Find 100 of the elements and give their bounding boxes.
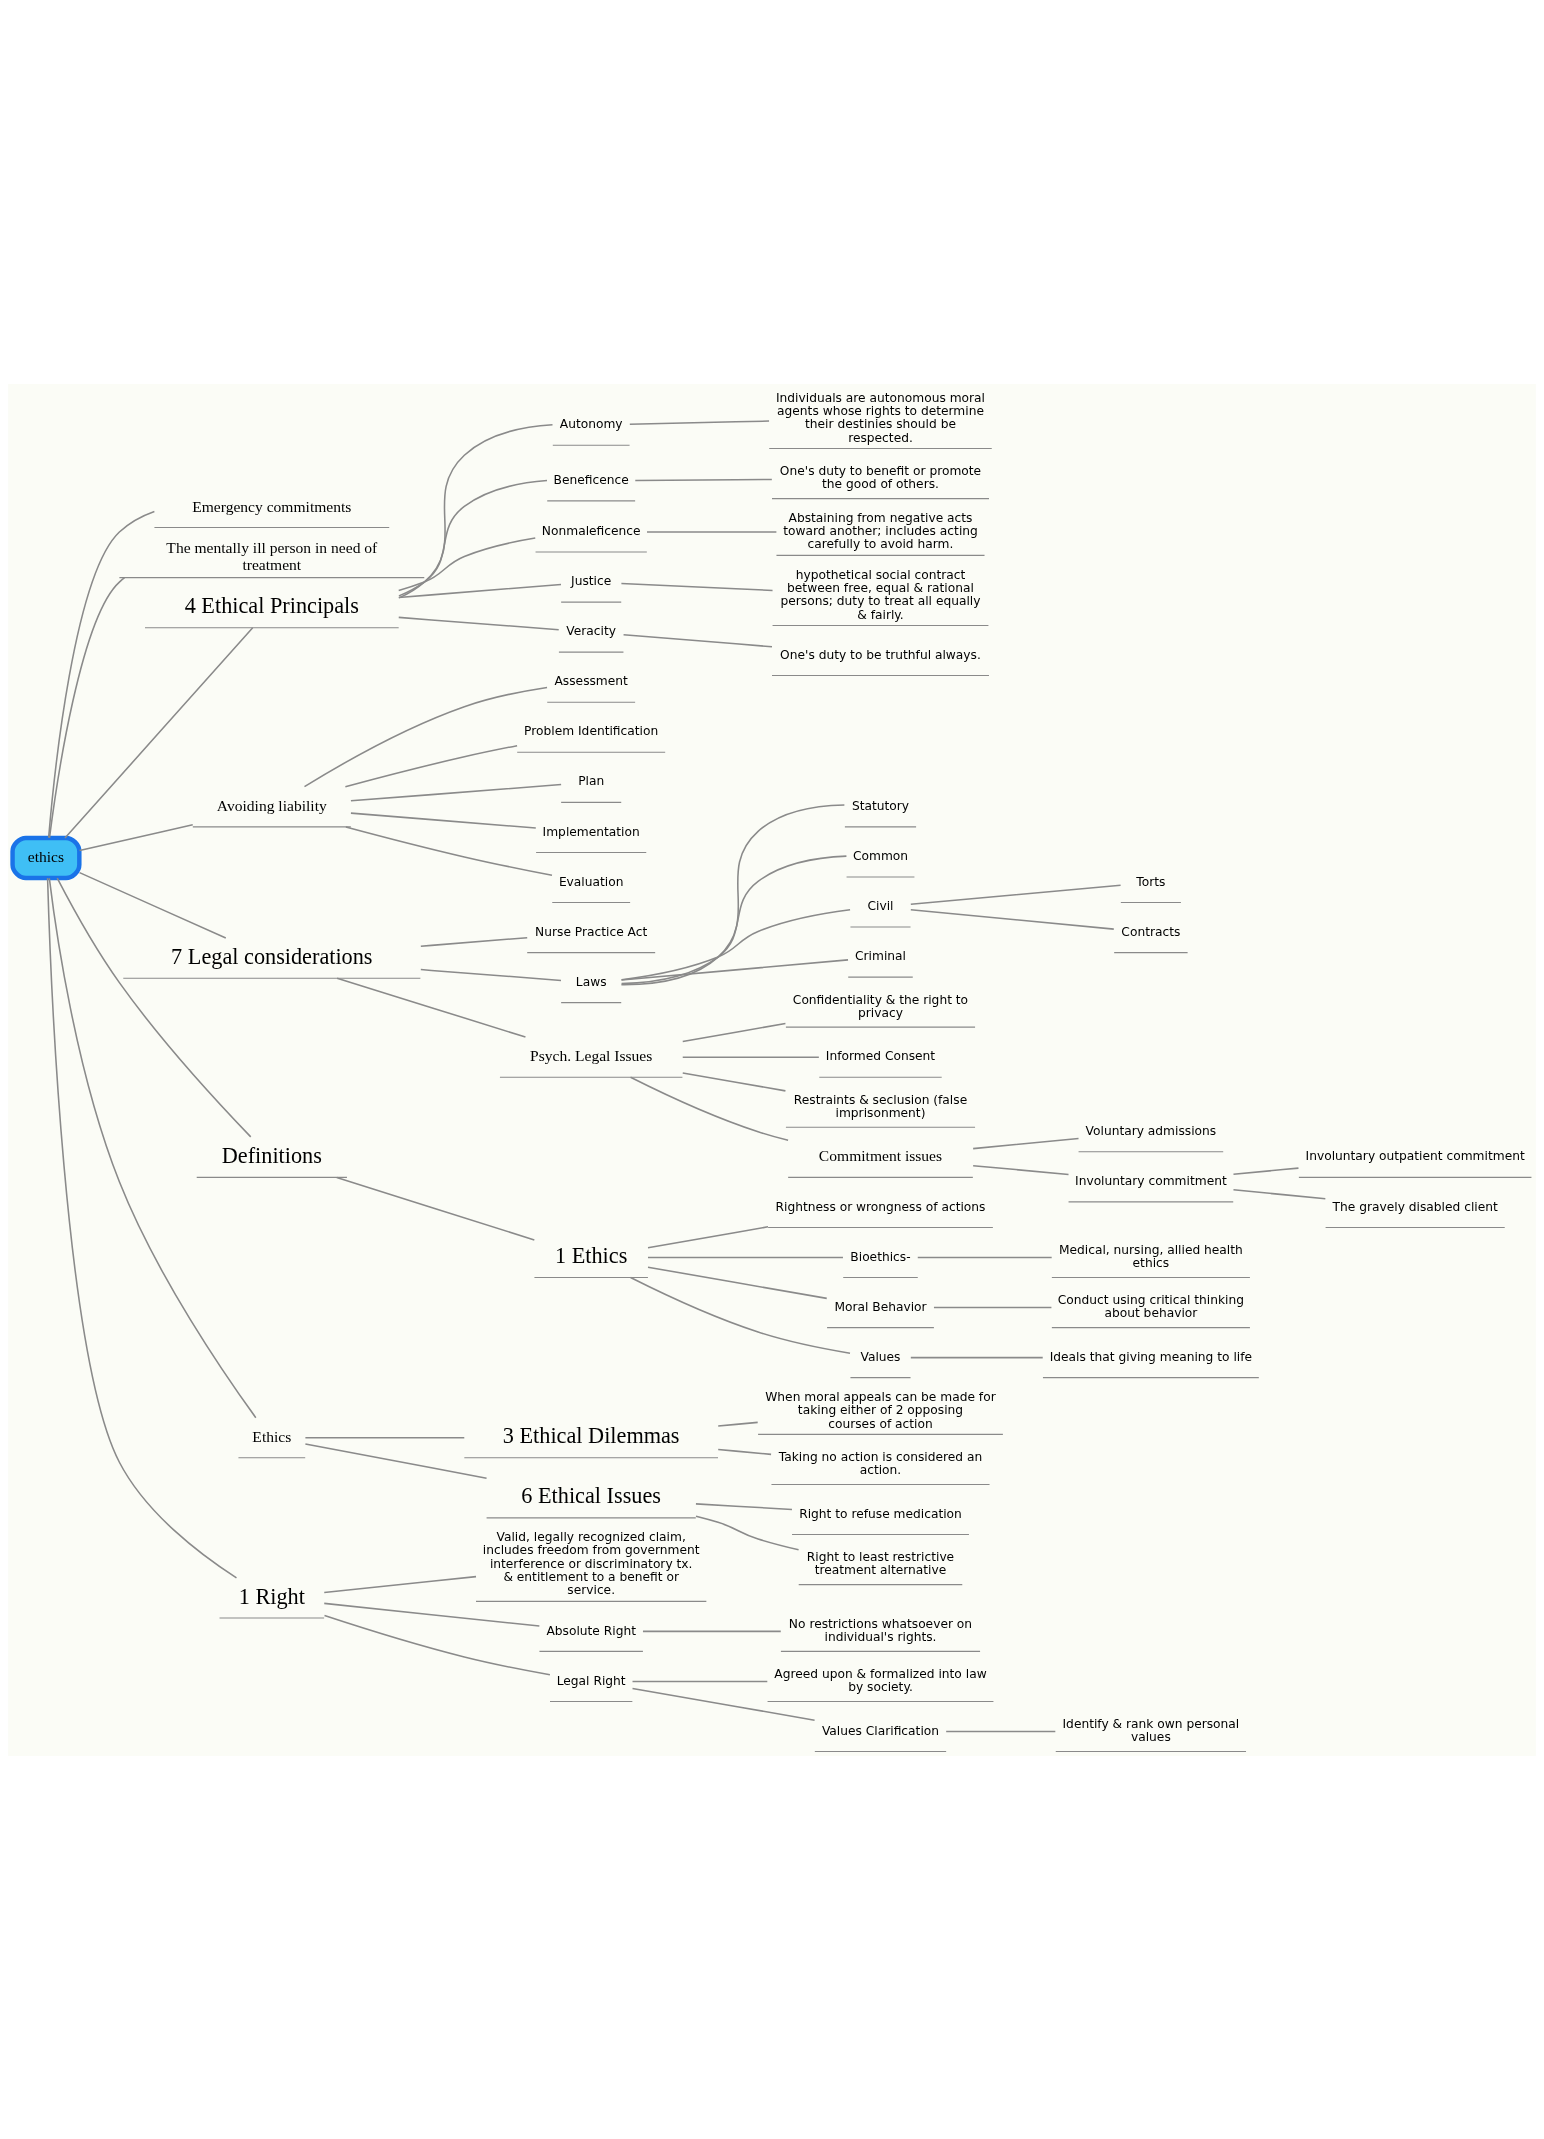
connector: [620, 958, 849, 981]
node-text: One's duty to be truthful always.: [780, 647, 981, 662]
node-text: When moral appeals can be made for taking either of 2 opposing courses of action: [765, 1389, 996, 1431]
connector: [642, 1630, 782, 1632]
connector: [397, 536, 537, 591]
connector: [350, 783, 562, 802]
connector: [972, 1137, 1080, 1149]
connector: [620, 854, 848, 984]
node-text: Torts: [1136, 874, 1166, 889]
connector: [910, 1356, 1044, 1358]
connector: [631, 1680, 769, 1682]
node-text: Medical, nursing, allied health ethics: [1058, 1242, 1243, 1270]
connector: [56, 876, 252, 1138]
connector: [304, 1442, 488, 1479]
connector: [647, 1256, 844, 1258]
node-text: Justice: [571, 573, 612, 588]
connector: [336, 976, 527, 1038]
node-text: Bioethics-: [850, 1249, 911, 1264]
node-text: Laws: [575, 974, 607, 989]
connector: [420, 968, 562, 981]
node-text: Implementation: [542, 824, 640, 839]
connector: [397, 616, 560, 630]
node-text: Valid, legally recognized claim, includes freedom from government interference or discriminatory tx. & entitlement to a benefit or service.: [482, 1529, 700, 1597]
node-text: Restraints & seclusion (false imprisonment): [793, 1092, 968, 1120]
connector: [695, 1502, 793, 1510]
node-text: Involuntary outpatient commitment: [1305, 1148, 1525, 1163]
connector: [634, 478, 773, 481]
node-text: Veracity: [566, 623, 616, 638]
connector: [78, 871, 227, 939]
node-text: Psych. Legal Issues: [530, 1046, 653, 1064]
node-text: Right to refuse medication: [799, 1506, 962, 1521]
node-text: 3 Ethical Dilemmas: [502, 1422, 680, 1448]
node-text: Commitment issues: [818, 1146, 943, 1164]
connector: [647, 1265, 828, 1299]
connector: [350, 811, 537, 829]
node-text: One's duty to benefit or promote the good of others.: [779, 463, 982, 491]
node-text: Plan: [578, 773, 605, 788]
connector: [47, 510, 156, 838]
connector: [717, 1421, 759, 1427]
connector: [64, 626, 254, 839]
node-text: 1 Ethics: [555, 1242, 628, 1268]
connector: [917, 1256, 1053, 1258]
connector: [304, 1436, 466, 1439]
node-text: Values Clarification: [821, 1723, 940, 1738]
connector: [1232, 1166, 1300, 1175]
connector: [397, 583, 562, 598]
connector: [48, 576, 126, 839]
connector: [344, 744, 518, 787]
node-text: Nonmaleficence: [541, 523, 641, 538]
connector: [681, 1055, 820, 1058]
node-text: Ideals that giving meaning to life: [1049, 1349, 1253, 1364]
node-text: Taking no action is considered an action.: [778, 1449, 983, 1477]
connector: [695, 1515, 800, 1551]
node-text: Civil: [867, 898, 894, 913]
connector: [78, 823, 194, 851]
connector: [629, 1075, 789, 1141]
connector: [646, 530, 778, 533]
node-text: Abstaining from negative acts toward another; includes acting carefully to avoid harm.: [783, 510, 978, 551]
node-text: Informed Consent: [825, 1048, 936, 1063]
node-text: Values: [860, 1349, 901, 1364]
connector: [46, 876, 238, 1579]
connector: [945, 1730, 1057, 1732]
node-text: Assessment: [554, 673, 628, 688]
node-text: Problem Identification: [524, 723, 659, 738]
node-text: Voluntary admissions: [1085, 1123, 1217, 1138]
node-text: Conduct using critical thinking about behavior: [1057, 1292, 1244, 1320]
connector: [1232, 1188, 1327, 1200]
connector: [681, 1071, 787, 1092]
node-text: Individuals are autonomous moral agents whose rights to determine their destinies should be respected.: [775, 390, 986, 445]
node-text: Evaluation: [558, 874, 624, 889]
node-text: No restrictions whatsoever on individual's rights.: [788, 1616, 973, 1644]
node-text: Identify & rank own personal values: [1062, 1716, 1240, 1744]
node-text: Avoiding liability: [216, 796, 327, 814]
node-text: Beneficence: [553, 472, 629, 487]
connector: [933, 1306, 1053, 1308]
node-text: hypothetical social contract between free, equal & rational persons; duty to treat all equally & fairly.: [780, 567, 981, 622]
connector: [622, 633, 773, 648]
node-text: 1 Right: [238, 1583, 305, 1609]
node-text: The gravely disabled client: [1332, 1199, 1498, 1214]
node-text: Statutory: [851, 798, 910, 813]
node-text: Common: [852, 848, 909, 863]
node-text: Involuntary commitment: [1075, 1173, 1227, 1188]
node-text: The mentally ill person in need of treatment: [166, 538, 378, 573]
node-text: 6 Ethical Issues: [521, 1482, 662, 1508]
connector: [620, 908, 851, 981]
connector: [335, 1176, 536, 1241]
connector: [620, 803, 846, 985]
connector: [398, 479, 548, 597]
connector: [398, 423, 554, 599]
connector: [972, 1164, 1070, 1175]
node-text: Criminal: [855, 948, 906, 963]
connector: [910, 908, 1115, 930]
node-text: Rightness or wrongness of actions: [775, 1199, 986, 1214]
connector: [717, 1448, 772, 1455]
connector: [631, 1687, 816, 1721]
connector: [303, 686, 548, 787]
node-text: Definitions: [221, 1142, 322, 1168]
connector: [629, 419, 770, 425]
connector: [647, 1225, 769, 1249]
connector: [345, 825, 553, 876]
